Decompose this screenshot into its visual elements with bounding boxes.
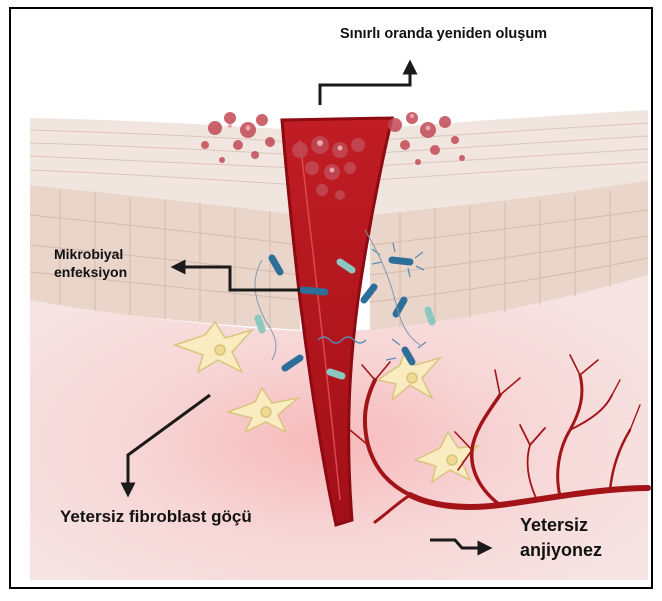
label-fibroblast-migration: Yetersiz fibroblast göçü (60, 507, 252, 527)
label-microbial-infection-line2: enfeksiyon (54, 263, 127, 281)
label-microbial-infection-line1: Mikrobiyal (54, 245, 127, 263)
label-angiogenesis-line1: Yetersiz (520, 513, 602, 538)
label-microbial-infection: Mikrobiyal enfeksiyon (54, 245, 127, 281)
label-angiogenesis: Yetersiz anjiyonez (520, 513, 602, 563)
label-limited-regeneration: Sınırlı oranda yeniden oluşum (340, 26, 547, 42)
label-angiogenesis-line2: anjiyonez (520, 538, 602, 563)
